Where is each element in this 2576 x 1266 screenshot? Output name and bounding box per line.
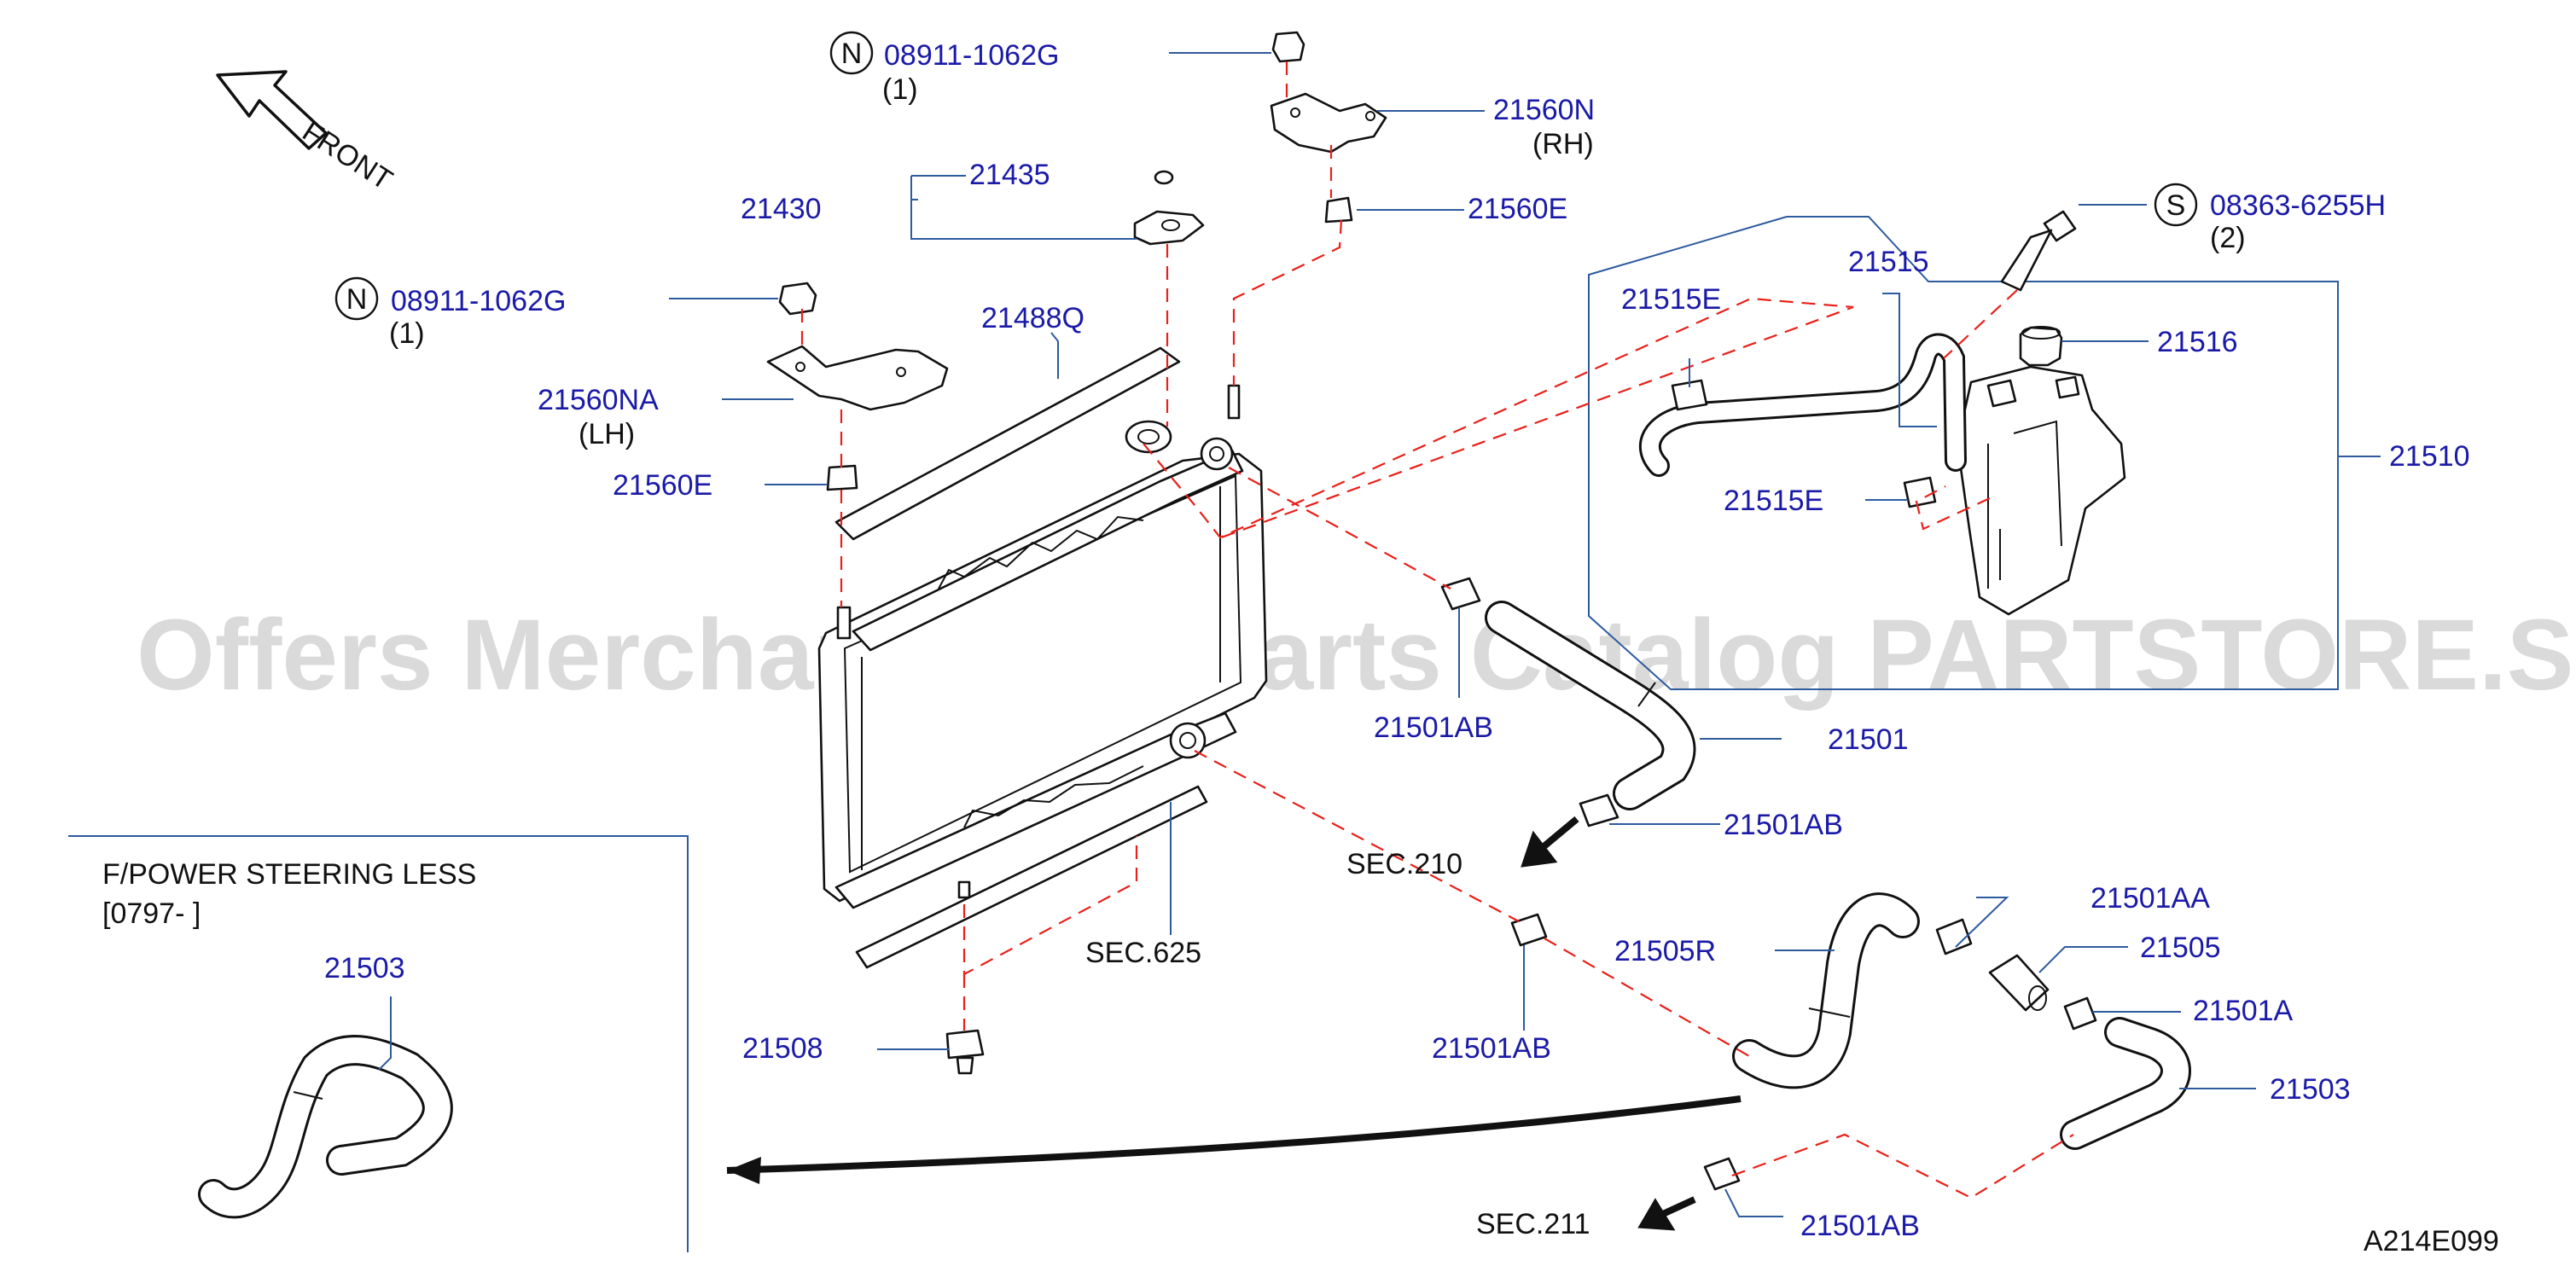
mount-bracket-lh: [766, 345, 949, 411]
label-21505: 21505: [2140, 932, 2221, 964]
label-21501: 21501: [1828, 723, 1909, 756]
label-21515e-bottom: 21515E: [1724, 485, 1823, 517]
label-21560e-top: 21560E: [1468, 193, 1567, 225]
lower-hose: [1732, 892, 1920, 1089]
label-qty-left: (1): [389, 317, 425, 350]
cap-seal-icon: [1133, 170, 1205, 246]
s-symbol-label: S: [2166, 189, 2186, 222]
label-21501ab-c: 21501AB: [1432, 1032, 1551, 1065]
upper-hose: [1485, 601, 1696, 810]
sec211-arrow-icon: [1637, 1196, 1696, 1231]
label-21501ab-b: 21501AB: [1724, 809, 1843, 841]
inset-hose-21503: [198, 1035, 453, 1219]
clip-21515e-bottom-icon: [1903, 476, 1937, 508]
drain-plug-icon: [945, 1029, 985, 1075]
front-label: FRONT: [297, 115, 398, 197]
label-sec210: SEC.210: [1346, 848, 1462, 880]
label-sec625: SEC.625: [1085, 937, 1201, 969]
reservoir-cap-icon: [2019, 326, 2063, 367]
label-21515e-top: 21515E: [1621, 283, 1721, 316]
label-21501aa: 21501AA: [2090, 882, 2210, 915]
label-21488q: 21488Q: [981, 302, 1084, 334]
clip-21501ab-bottom-icon: [1703, 1157, 1741, 1191]
label-08363-6255h: 08363-6255H: [2210, 189, 2386, 222]
inset-label-21503: 21503: [324, 952, 405, 984]
label-08911-1062g-left: 08911-1062G: [391, 285, 566, 317]
lower-seal-strip: [855, 785, 1208, 969]
label-08911-1062g-top: 08911-1062G: [884, 39, 1059, 72]
label-21503: 21503: [2270, 1073, 2351, 1106]
label-qty-top: (1): [882, 73, 918, 106]
inset-frame: [68, 835, 689, 1252]
inset-date-range: [0797- ]: [102, 897, 201, 930]
watermark-text: Offers Merchant Auto Parts Catalog PARTS…: [137, 599, 2576, 711]
inset-title: F/POWER STEERING LESS: [102, 858, 476, 891]
hose-joint-icon: [1988, 954, 2050, 1012]
n-symbol-top-label: N: [841, 38, 863, 70]
label-lh: (LH): [579, 418, 635, 450]
rubber-mount-top-icon: [1324, 196, 1353, 224]
nut-lh-icon: [778, 282, 817, 316]
nut-rh-icon: [1271, 31, 1305, 63]
s-symbol-icon: [2154, 183, 2198, 227]
label-21510: 21510: [2389, 440, 2470, 473]
label-qty-bolt: (2): [2210, 222, 2246, 254]
clip-21501a-icon: [2063, 996, 2097, 1031]
label-21505r: 21505R: [1614, 935, 1716, 967]
clip-21515e-top-icon: [1671, 379, 1708, 411]
label-21501ab-a: 21501AB: [1374, 711, 1493, 744]
clip-21501aa-icon: [1935, 918, 1973, 955]
label-21516: 21516: [2157, 326, 2238, 358]
label-21501ab-d: 21501AB: [1800, 1210, 1920, 1242]
upper-seal-strip: [834, 346, 1181, 541]
label-21430: 21430: [741, 193, 822, 225]
label-21560e-left: 21560E: [613, 469, 712, 502]
n-symbol-top-icon: [829, 31, 874, 75]
reservoir-tank: [1956, 365, 2126, 616]
sec210-arrow-icon: [1521, 816, 1579, 868]
label-21560na: 21560NA: [538, 384, 659, 416]
label-21508: 21508: [742, 1032, 823, 1065]
hose-21503: [2060, 1017, 2191, 1150]
radiator: [817, 384, 1268, 909]
clip-lower-hose-icon: [1510, 913, 1548, 947]
label-21435: 21435: [969, 159, 1050, 191]
mount-bracket-rh: [1270, 92, 1387, 154]
label-sec211: SEC.211: [1476, 1208, 1590, 1240]
label-21515: 21515: [1848, 246, 1929, 278]
front-arrow-icon: [216, 70, 328, 150]
n-symbol-left-icon: [334, 276, 379, 321]
clip-upper-hose-a-icon: [1440, 577, 1481, 611]
clip-upper-hose-b-icon: [1579, 793, 1619, 828]
label-21560n: 21560N: [1493, 94, 1595, 126]
reservoir-group-frame: [1588, 216, 2339, 690]
rubber-mount-left-icon: [826, 464, 858, 491]
figure-code: A214E099: [2364, 1225, 2499, 1257]
bolt-icon: [2000, 210, 2077, 292]
label-21501a: 21501A: [2193, 995, 2294, 1027]
label-rh: (RH): [1532, 128, 1594, 160]
overflow-hose: [1639, 333, 1967, 477]
n-symbol-left-label: N: [346, 283, 368, 316]
